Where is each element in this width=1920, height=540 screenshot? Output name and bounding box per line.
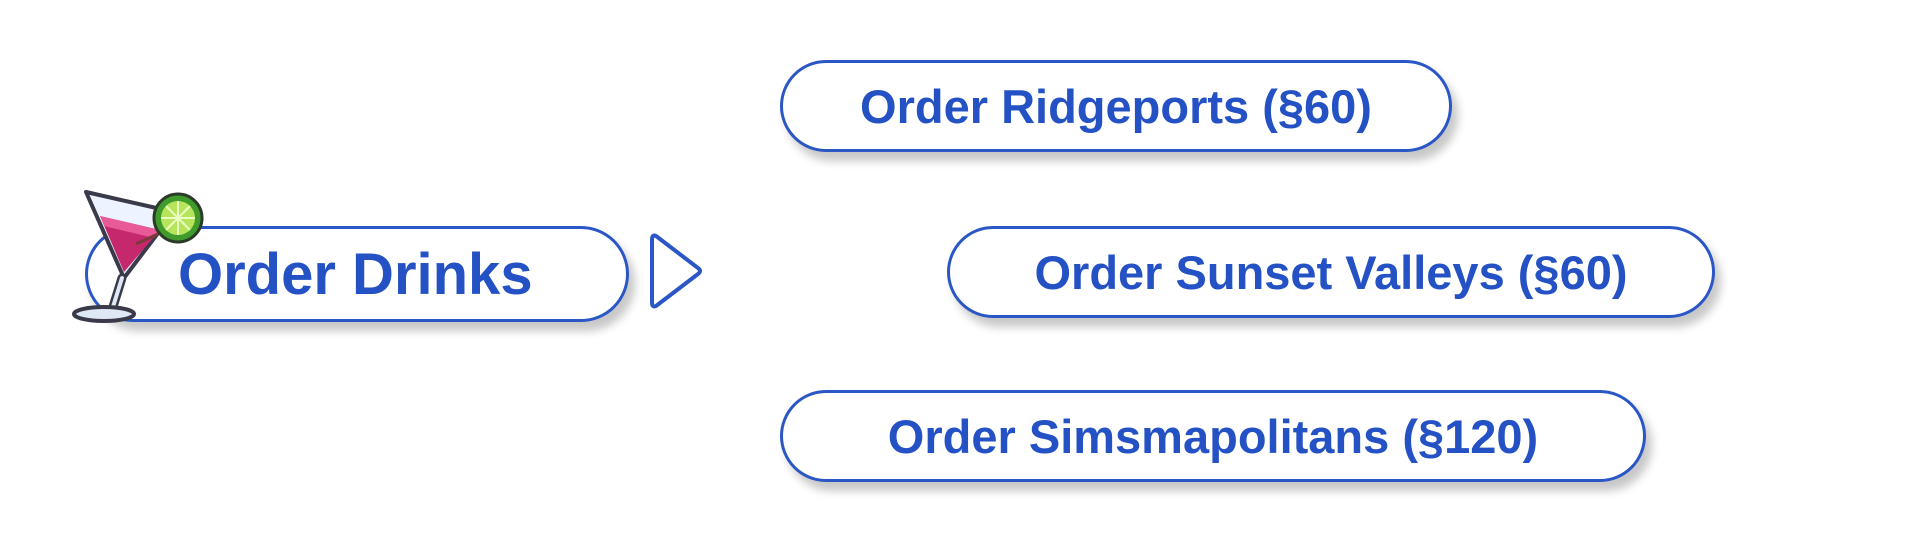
cocktail-icon [72, 190, 204, 323]
order-simsmapolitans-label: Order Simsmapolitans (§120) [887, 409, 1539, 463]
order-drinks-label: Order Drinks [178, 241, 533, 307]
triangle-right-icon[interactable] [646, 228, 706, 314]
order-ridgeports-button[interactable]: Order Ridgeports (§60) [780, 60, 1452, 152]
order-sunset-valleys-label: Order Sunset Valleys (§60) [1034, 245, 1628, 299]
order-sunset-valleys-button[interactable]: Order Sunset Valleys (§60) [947, 226, 1715, 318]
order-drinks-button[interactable]: Order Drinks [85, 226, 629, 322]
order-simsmapolitans-button[interactable]: Order Simsmapolitans (§120) [780, 390, 1646, 482]
order-ridgeports-label: Order Ridgeports (§60) [860, 79, 1372, 133]
